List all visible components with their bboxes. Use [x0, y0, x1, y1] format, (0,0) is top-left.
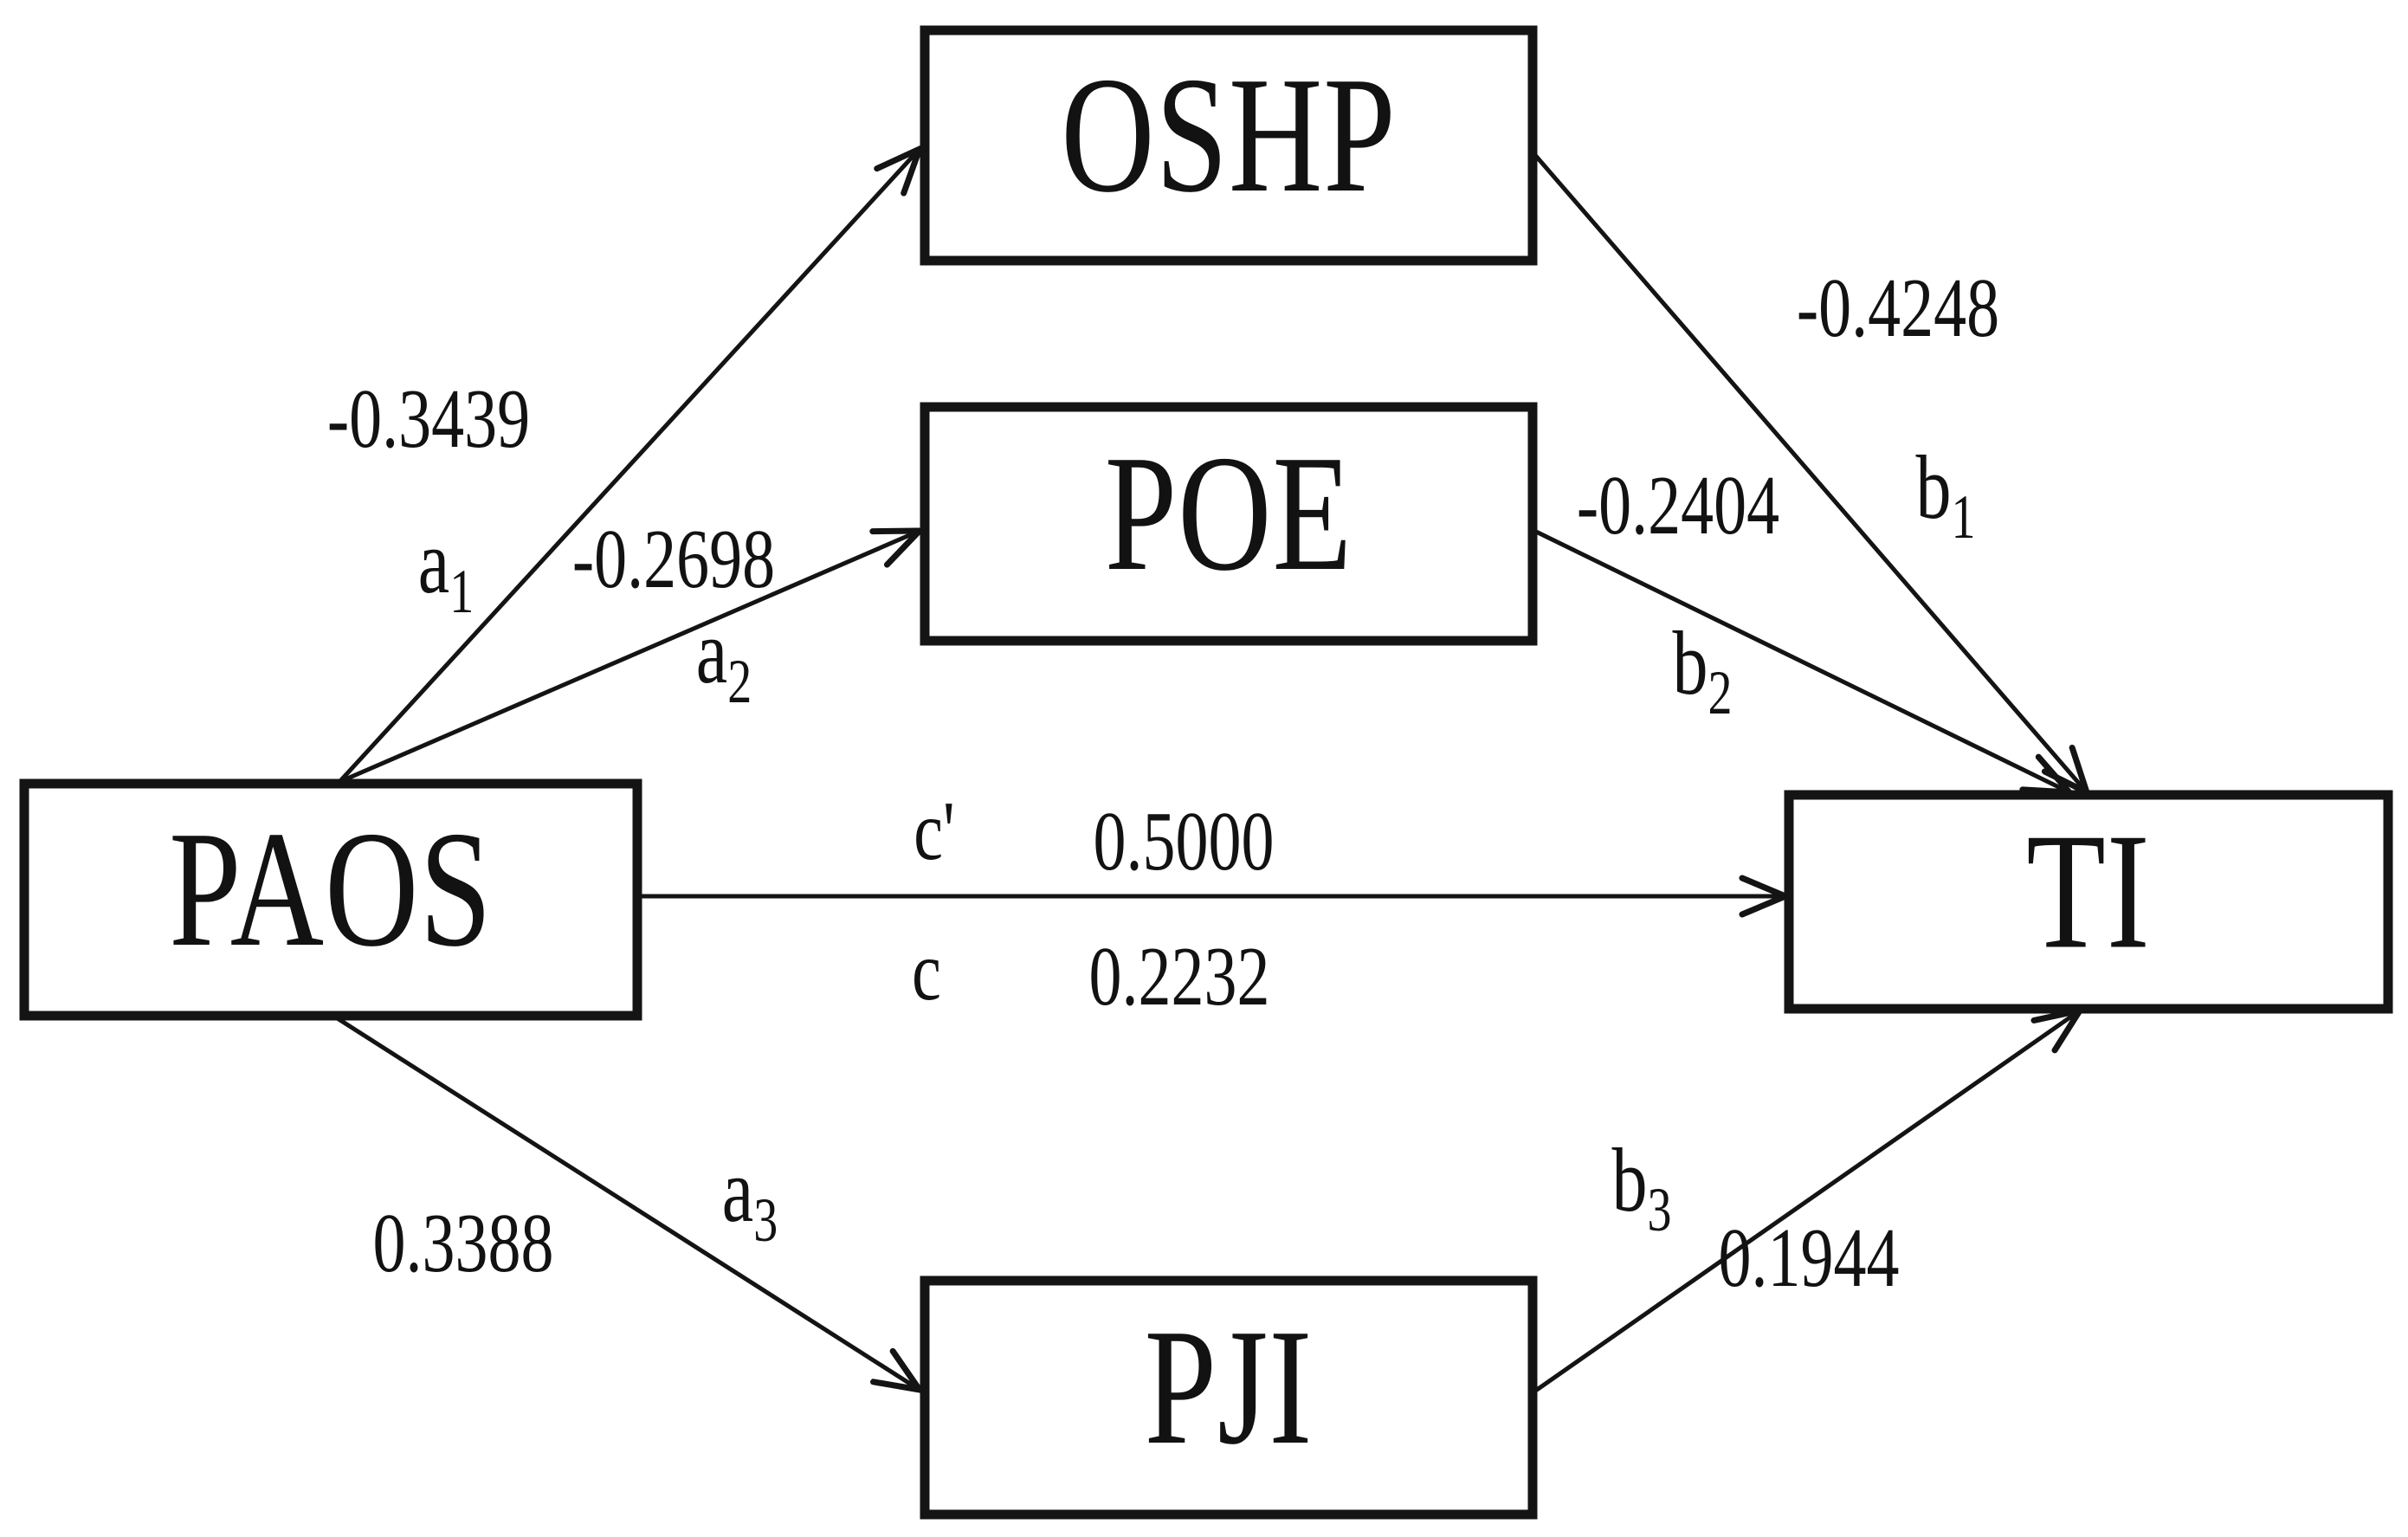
label-c-value: 0.2232: [1089, 929, 1270, 1023]
label-a3-value: 0.3388: [373, 1196, 554, 1289]
node-ti: TI: [1784, 790, 2393, 1014]
label-a1-value: -0.3439: [327, 371, 530, 465]
edge-b2-arrow: [1533, 528, 2077, 796]
edge-a3-arrow: [334, 1015, 926, 1394]
node-box-pji: [920, 1275, 1538, 1520]
label-b2-value: -0.2404: [1577, 458, 1779, 552]
label-b3-value: 0.1944: [1719, 1211, 1900, 1304]
label-a2-value: -0.2698: [572, 512, 775, 605]
node-box-oshp: [920, 25, 1538, 266]
edge-a2-arrow: [339, 527, 927, 785]
label-c-prime-name: c': [913, 784, 954, 877]
node-box-poe: [920, 402, 1538, 646]
node-label-oshp: OSHP: [1061, 42, 1396, 227]
node-oshp: OSHP: [920, 25, 1538, 266]
edge-b3-arrow: [1533, 1005, 2087, 1394]
node-paos: PAOS: [19, 778, 642, 1021]
edge-a1-arrow: [338, 143, 926, 784]
label-b1-value: -0.4248: [1797, 261, 1999, 354]
label-c-name: c: [912, 924, 941, 1017]
node-pji: PJI: [920, 1275, 1538, 1520]
node-label-pji: PJI: [1145, 1295, 1314, 1479]
label-c-prime-value: 0.5000: [1094, 794, 1275, 888]
label-a3-name: a3: [722, 1141, 778, 1255]
node-label-ti: TI: [2026, 799, 2151, 984]
node-label-poe: POE: [1105, 421, 1352, 605]
node-label-paos: PAOS: [169, 797, 493, 981]
edge-b1-arrow: [1533, 152, 2092, 798]
node-box-paos: [19, 778, 642, 1021]
node-poe: POE: [920, 402, 1538, 646]
node-box-ti: [1784, 790, 2393, 1014]
